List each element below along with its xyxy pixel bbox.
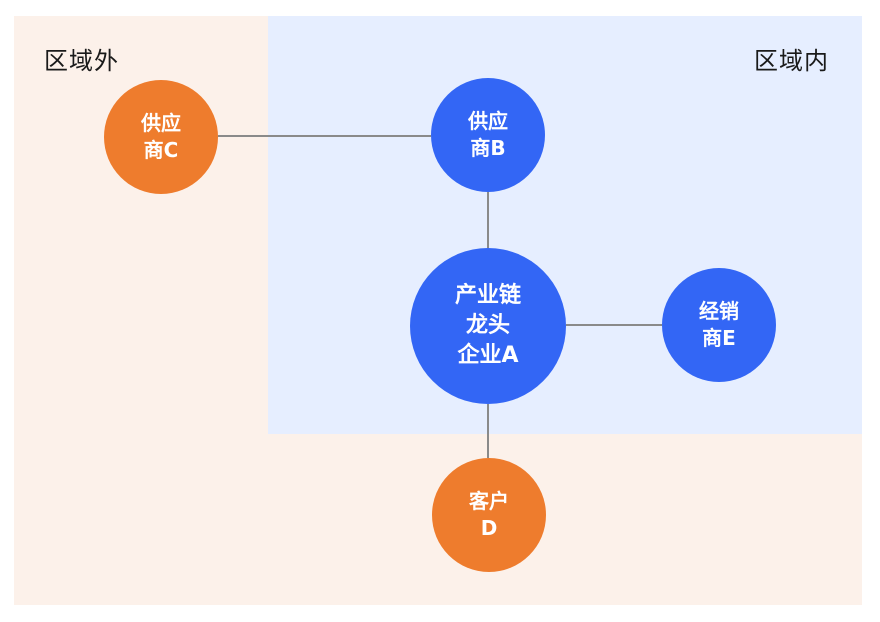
core-enterprise-node: 产业链 龙头 企业A	[410, 248, 566, 404]
customer-d-node: 客户 D	[432, 458, 546, 572]
distributor-e-label: 经销 商E	[699, 299, 739, 350]
core-enterprise-label: 产业链 龙头 企业A	[454, 283, 521, 368]
inside-region	[268, 16, 862, 434]
supplier-c-label: 供应 商C	[141, 111, 181, 162]
customer-d-label: 客户 D	[469, 489, 509, 540]
supplier-b-label: 供应 商B	[468, 109, 508, 160]
supplier-c-node: 供应 商C	[104, 80, 218, 194]
outside-region-label: 区域外	[44, 47, 119, 75]
distributor-e-node: 经销 商E	[662, 268, 776, 382]
inside-region-label: 区域内	[754, 47, 829, 75]
supplier-b-node: 供应 商B	[431, 78, 545, 192]
